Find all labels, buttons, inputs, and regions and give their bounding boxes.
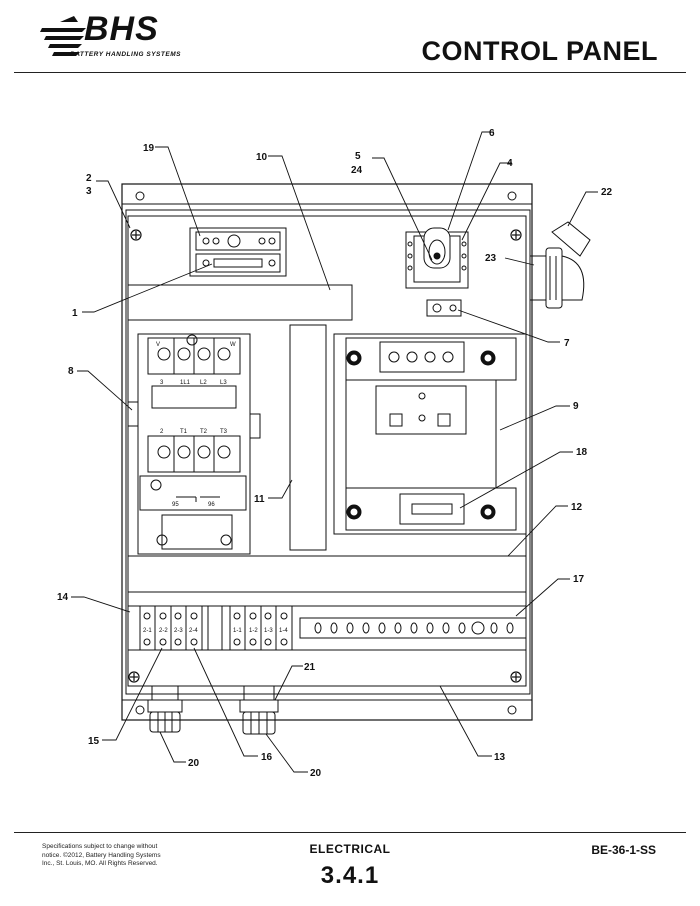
callout-7: 7 (564, 338, 570, 349)
cord-grip-left (147, 685, 183, 733)
callout-18: 18 (576, 447, 588, 458)
top-terminal-3: L2 (200, 380, 207, 386)
wire-duct-lower (127, 555, 527, 593)
terminal-blocks (139, 605, 293, 651)
callout-17: 17 (573, 574, 585, 585)
contactor-labels: V W 3 1L1 L2 L3 2 T1 T2 T3 95 96 (156, 342, 236, 508)
footer-rule (14, 832, 686, 833)
callout-20-right: 20 (310, 768, 322, 779)
callout-19: 19 (143, 143, 155, 154)
callout-numbers: 19 10 2 3 5 24 6 4 22 23 7 8 9 18 11 12 … (57, 128, 613, 779)
callout-1: 1 (72, 308, 78, 319)
wire-duct-top (127, 284, 353, 321)
leader-lines (71, 131, 598, 773)
tb-label: 1-1 (233, 628, 242, 634)
tb-label: 2-3 (174, 628, 183, 634)
coil-label-left: V (156, 342, 160, 348)
callout-16: 16 (261, 752, 273, 763)
back-plate (125, 209, 531, 695)
tb-label: 2-2 (159, 628, 168, 634)
callout-23: 23 (485, 253, 497, 264)
tb-label: 2-1 (143, 628, 152, 634)
footer-section-block: ELECTRICAL 3.4.1 (300, 842, 400, 890)
callout-3: 3 (86, 186, 92, 197)
control-transformer (333, 333, 527, 535)
callout-24: 24 (351, 165, 363, 176)
header-rule (14, 72, 686, 73)
page-title: CONTROL PANEL (421, 36, 658, 66)
callout-11: 11 (254, 494, 265, 505)
bottom-terminal-2: T1 (180, 429, 188, 435)
callout-21: 21 (304, 662, 316, 673)
callout-10: 10 (256, 152, 268, 163)
tb-label: 1-4 (279, 628, 288, 634)
motor-starter (127, 333, 261, 555)
fuse-block (189, 227, 287, 277)
callout-14: 14 (57, 592, 69, 603)
top-terminal-1: 3 (160, 380, 164, 386)
callout-9: 9 (573, 401, 579, 412)
din-rail (127, 605, 527, 651)
bottom-terminal-1: 2 (160, 429, 164, 435)
aux-contact-left: 95 (172, 502, 179, 508)
corner-screws (128, 229, 522, 683)
tb-label: 2-4 (189, 628, 198, 634)
callout-22: 22 (601, 187, 613, 198)
logo-text: BHS (84, 10, 159, 48)
aux-contact-right: 96 (208, 502, 215, 508)
enclosure (121, 183, 533, 721)
side-conduit-fitting (529, 221, 591, 309)
tb-label: 1-3 (264, 628, 273, 634)
logo-subtitle: BATTERY HANDLING SYSTEMS (70, 51, 181, 58)
callout-2: 2 (86, 173, 92, 184)
callout-20-left: 20 (188, 758, 200, 769)
tb-label: 1-2 (249, 628, 258, 634)
callout-5: 5 (355, 151, 361, 162)
coil-label-right: W (230, 342, 236, 348)
logo-speed-lines-icon (40, 16, 86, 56)
callout-6: 6 (489, 128, 495, 139)
terminal-block-labels: 2-1 2-2 2-3 2-4 1-1 1-2 1-3 1-4 (143, 628, 288, 634)
callout-4: 4 (507, 158, 513, 169)
callout-12: 12 (571, 502, 583, 513)
copyright-note: Specifications subject to change without… (42, 843, 161, 868)
cord-grip-center (239, 685, 279, 735)
callout-15: 15 (88, 736, 100, 747)
callout-13: 13 (494, 752, 506, 763)
top-terminal-2: 1L1 (180, 380, 191, 386)
wire-duct-vertical (289, 324, 327, 551)
bottom-terminal-3: T2 (200, 429, 208, 435)
section-number: 3.4.1 (320, 862, 380, 889)
document-code: BE-36-1-SS (591, 843, 656, 857)
control-panel-drawing: V W 3 1L1 L2 L3 2 T1 T2 T3 95 96 2-1 2-2… (57, 128, 613, 779)
top-terminal-4: L3 (220, 380, 227, 386)
bottom-terminal-4: T3 (220, 429, 228, 435)
section-label: ELECTRICAL (309, 842, 391, 856)
disconnect-switch (405, 227, 469, 289)
ground-lug (426, 299, 462, 317)
callout-8: 8 (68, 366, 74, 377)
